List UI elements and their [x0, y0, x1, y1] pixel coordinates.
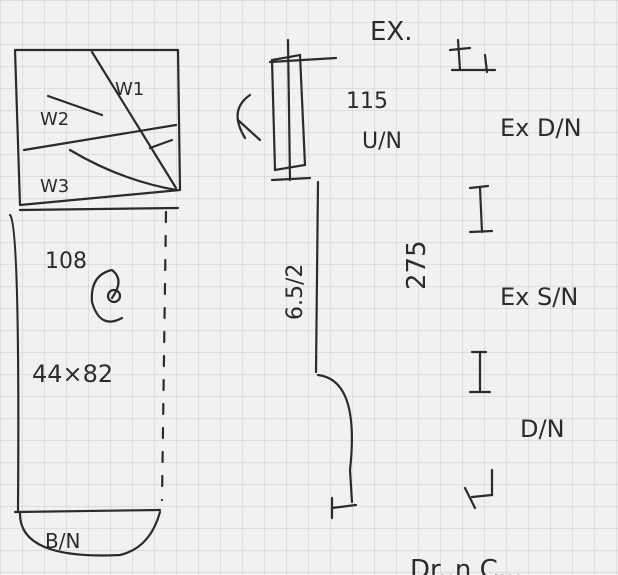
note-ex-dn: Ex D/N: [500, 114, 582, 142]
room-w1-label: W1: [115, 79, 144, 100]
note-ex-sn: Ex S/N: [500, 283, 578, 311]
note-bottom-partial: Dr..n C...: [410, 555, 523, 575]
bottom-room-label: B/N: [45, 529, 80, 553]
vertical-dimension-label: 6.5/2: [283, 264, 308, 320]
room-ref-label: 108: [45, 249, 87, 274]
room-w3-label: W3: [40, 176, 69, 197]
right-notes: EX. Ex D/N Ex S/N D/N Dr..n C...: [370, 17, 582, 575]
top-dimension-unit: U/N: [362, 129, 402, 154]
room-sketch: [8, 48, 182, 557]
note-ex: EX.: [370, 17, 413, 47]
top-dimension-value: 115: [346, 89, 388, 114]
room-size-label: 44×82: [32, 360, 113, 388]
note-dn: D/N: [520, 415, 565, 443]
span-dimension-label: 275: [402, 240, 432, 290]
middle-dimension-strip: [236, 38, 358, 520]
room-w2-label: W2: [40, 109, 69, 130]
middle-labels: 115 U/N 6.5/2 275: [283, 89, 432, 320]
right-marks: [448, 38, 497, 510]
room-labels: W1 W2 W3 108 44×82 B/N: [32, 79, 144, 553]
